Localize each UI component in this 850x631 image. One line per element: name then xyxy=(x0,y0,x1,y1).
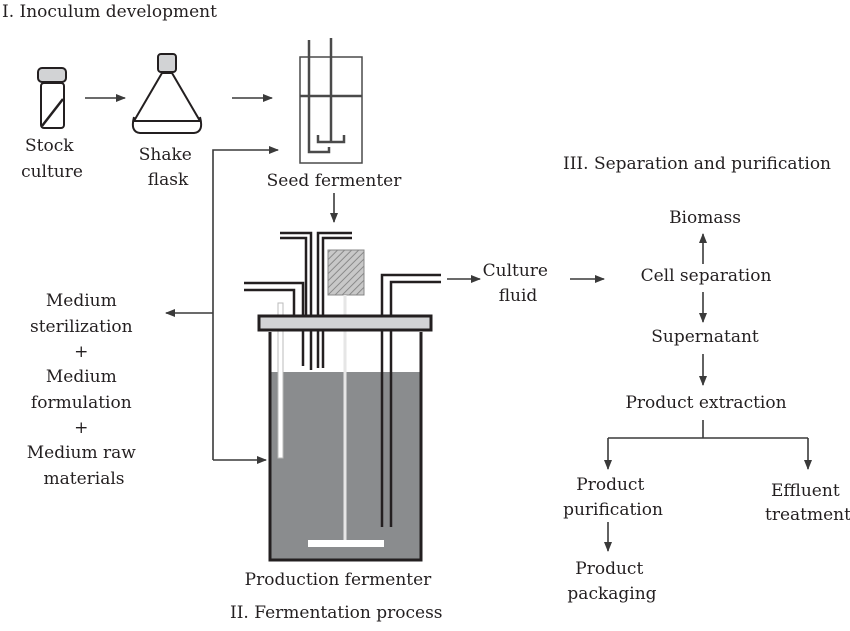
product-purification-label: Product purification xyxy=(563,475,663,520)
stock-culture-label: Stock culture xyxy=(21,136,83,182)
section-title-separation: III. Separation and purification xyxy=(563,154,831,174)
medium-preparation-label: Medium sterilization + Medium formulatio… xyxy=(27,291,141,489)
shake-flask-label: Shake flask xyxy=(139,145,198,190)
product-packaging-label: Product packaging xyxy=(567,559,656,604)
shake-flask-icon xyxy=(131,53,203,134)
branch-line xyxy=(608,420,808,439)
production-fermenter-icon xyxy=(244,231,441,562)
section-title-fermentation: II. Fermentation process xyxy=(230,603,443,623)
section-title-inoculum: I. Inoculum development xyxy=(2,2,217,22)
cell-separation-label: Cell separation xyxy=(641,266,772,286)
seed-fermenter-icon xyxy=(299,38,363,164)
seed-fermenter-label: Seed fermenter xyxy=(267,171,403,191)
arrow-medium-to-seed xyxy=(212,146,279,460)
stock-culture-vial-icon xyxy=(37,67,67,129)
supernatant-label: Supernatant xyxy=(651,327,759,347)
biomass-label: Biomass xyxy=(669,208,741,228)
production-fermenter-label: Production fermenter xyxy=(245,570,433,590)
culture-fluid-label: Culture fluid xyxy=(483,261,554,306)
effluent-treatment-label: Effluent treatment xyxy=(765,481,850,525)
product-extraction-label: Product extraction xyxy=(625,393,786,413)
